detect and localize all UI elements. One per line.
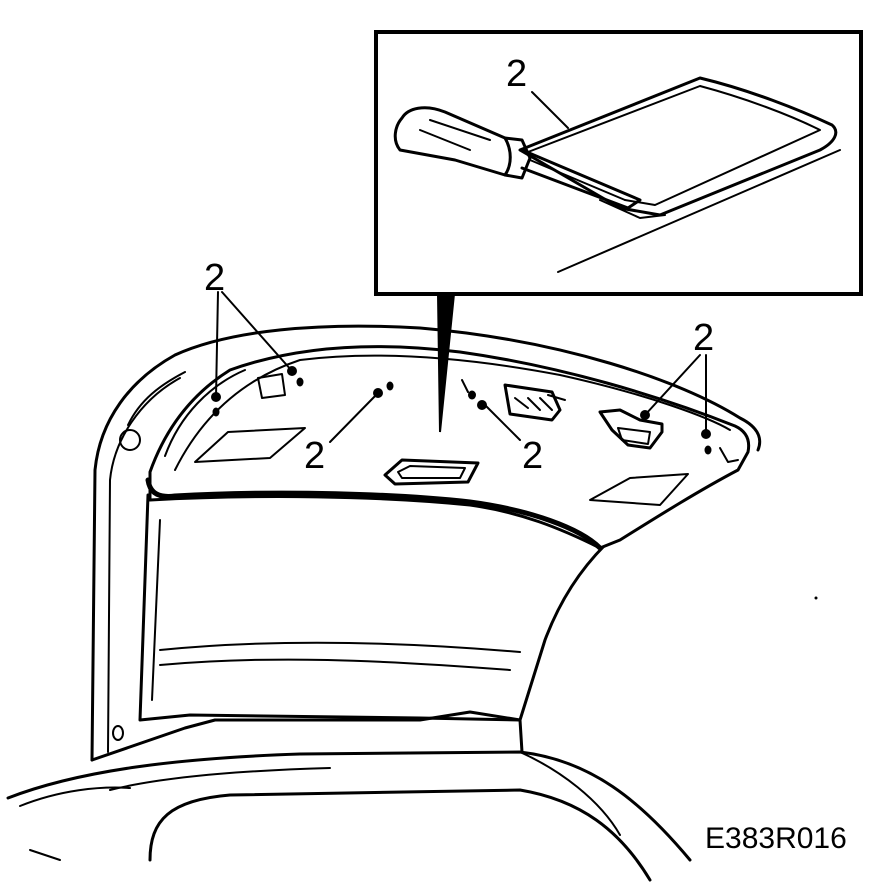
- clip-markers: [211, 366, 712, 455]
- inset-callout-label: 2: [506, 53, 527, 95]
- stray-mark: [814, 596, 818, 600]
- clip-dot: [704, 445, 712, 455]
- inset-trim-edge: [518, 76, 838, 217]
- trim-handle-recess: [383, 458, 480, 486]
- callout-label-center-left: 2: [304, 435, 325, 477]
- callout-leaders: [215, 291, 707, 443]
- clip-dot: [212, 407, 220, 417]
- latch-block-left: [257, 373, 286, 399]
- tailgate-trim-panel: [145, 345, 751, 551]
- right-latch-icon: [598, 408, 664, 450]
- figure-code: E383R016: [705, 822, 847, 855]
- car-body-outline: [6, 750, 692, 882]
- callout-label-upper-left: 2: [204, 257, 225, 299]
- left-trim-pocket: [194, 427, 306, 463]
- clip-dot: [468, 390, 476, 400]
- tailgate-hole-icon: [112, 725, 124, 741]
- right-trim-pocket: [589, 473, 689, 506]
- tailgate-outer-frame: [90, 324, 762, 762]
- tailgate-bolt-icon: [119, 429, 141, 451]
- screwdriver-icon: [393, 106, 642, 210]
- rear-window-opening: [138, 493, 607, 722]
- clip-dot: [386, 381, 394, 391]
- lock-mechanism-icon: [461, 379, 566, 422]
- callout-label-upper-right: 2: [693, 317, 714, 359]
- detail-inset: 2: [374, 30, 863, 296]
- detail-inset-frame: [374, 30, 863, 296]
- clip-dot: [477, 400, 487, 410]
- callout-label-center-right: 2: [522, 435, 543, 477]
- clip-dot: [296, 377, 304, 387]
